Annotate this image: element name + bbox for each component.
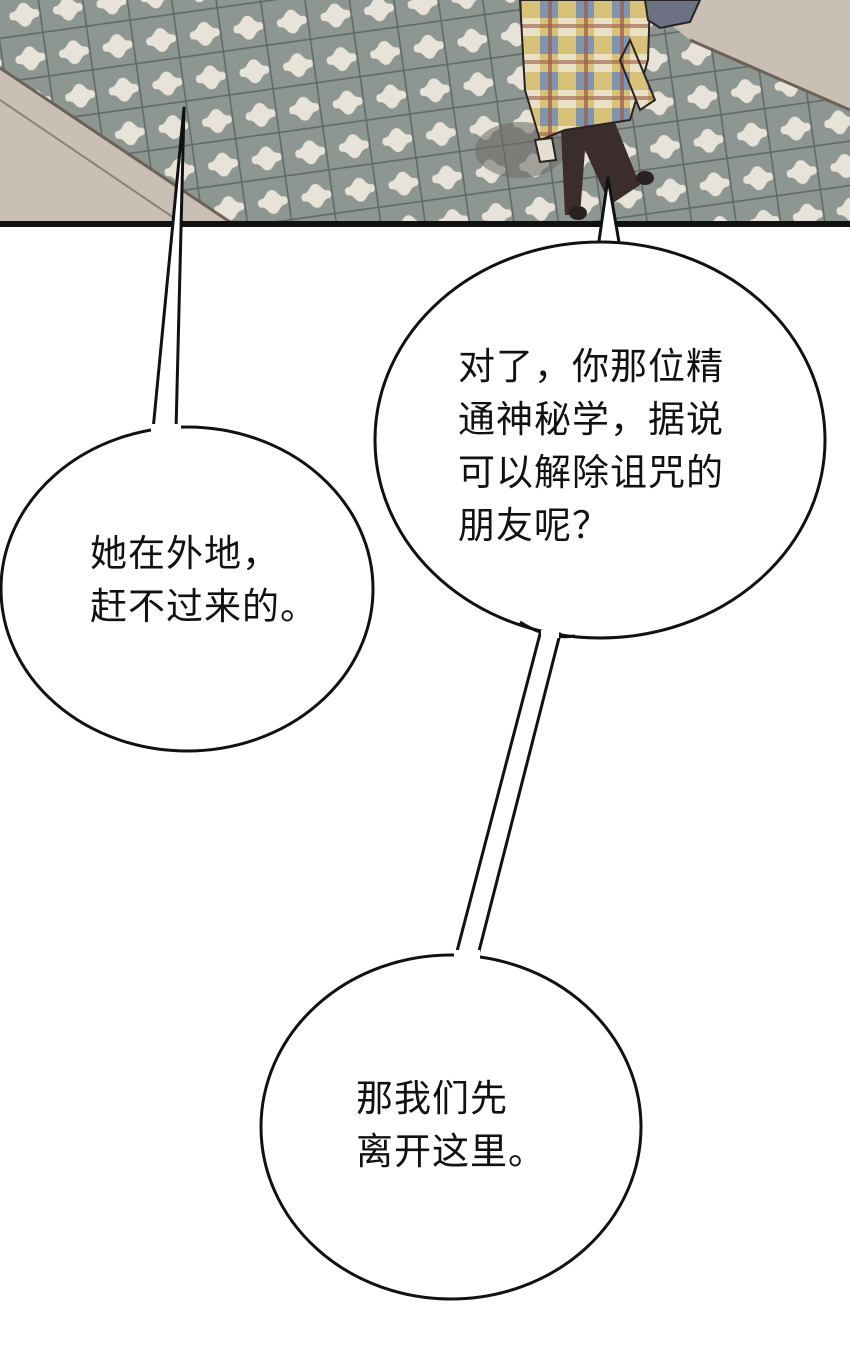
speech-bubble-2 — [0, 106, 375, 753]
bubble-1-line: 对了，你那位精 — [458, 345, 724, 388]
bubble-connector — [454, 632, 562, 957]
speech-bubble-1 — [373, 176, 827, 640]
bubble-2-line: 她在外地， — [90, 532, 280, 575]
bubble-3-line: 离开这里。 — [356, 1130, 546, 1173]
panel-border — [0, 221, 850, 227]
bubble-1-line: 朋友呢？ — [458, 504, 610, 547]
speech-bubble-2-text: 她在外地， 赶不过来的。 — [90, 527, 318, 633]
bubble-2-line: 赶不过来的。 — [90, 585, 318, 628]
walking-figure — [518, 0, 702, 220]
speech-bubble-3 — [259, 950, 643, 1301]
bubble-1-line: 通神秘学，据说 — [458, 398, 724, 441]
bubble-1-line: 可以解除诅咒的 — [458, 451, 724, 494]
curb-right — [640, 0, 850, 110]
speech-bubble-1-text: 对了，你那位精 通神秘学，据说 可以解除诅咒的 朋友呢？ — [458, 340, 724, 552]
speech-bubble-3-text: 那我们先 离开这里。 — [356, 1072, 546, 1178]
bubble-3-line: 那我们先 — [356, 1077, 508, 1120]
street-scene-panel — [0, 0, 850, 222]
